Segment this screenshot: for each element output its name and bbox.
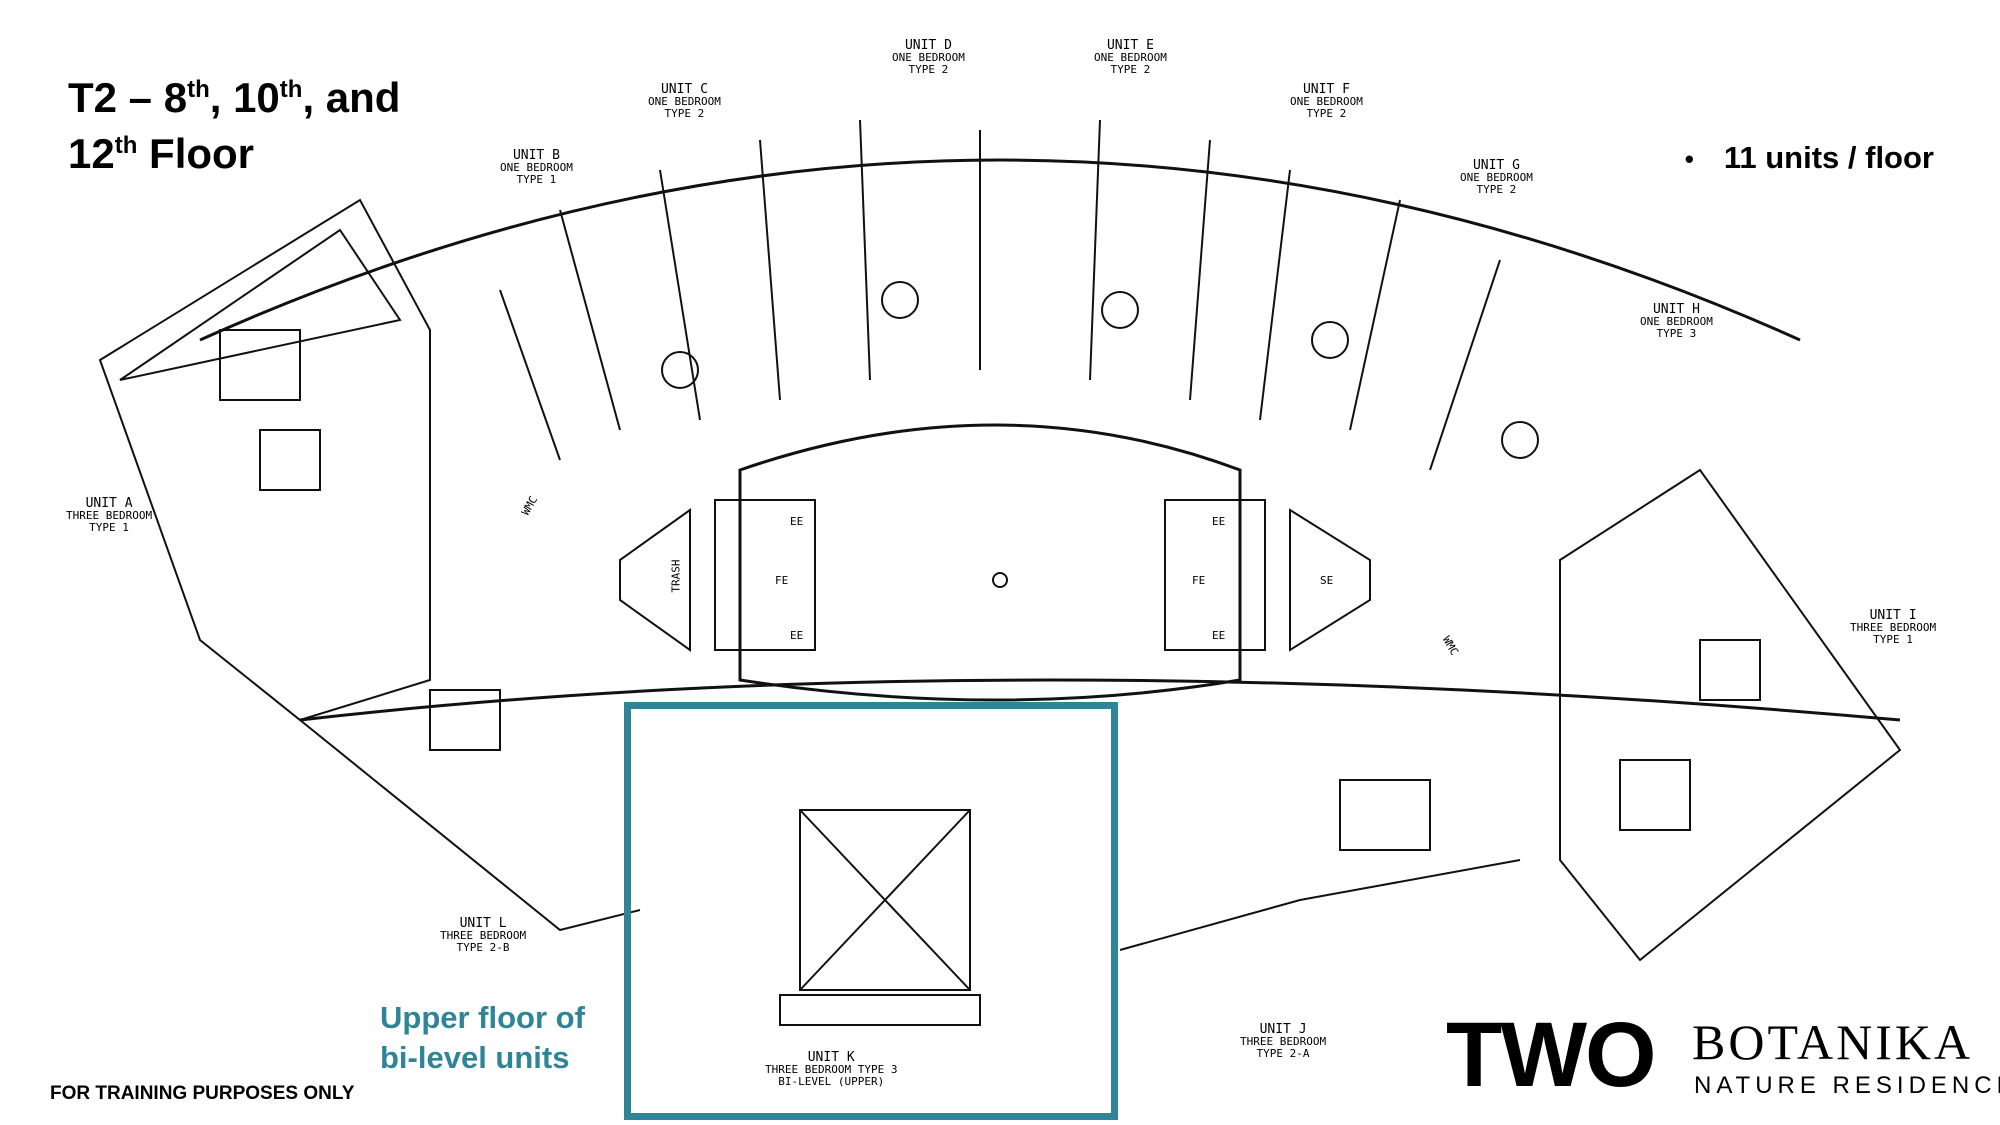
units-per-floor-note: •11 units / floor <box>1684 140 1934 175</box>
fire-elevator-label: FE <box>775 574 789 587</box>
page-title: T2 – 8th, 10th, and 12th Floor <box>68 70 400 182</box>
elevator-label: EE <box>790 629 804 642</box>
brand-tagline: NATURE RESIDENCES <box>1694 1072 2000 1099</box>
upper-floor-note: Upper floor of bi-level units <box>380 1000 585 1075</box>
bi-level-highlight-box <box>624 702 1118 1120</box>
trash-room-label: TRASH <box>669 559 683 593</box>
brand-name: BOTANIKA <box>1692 1014 1974 1070</box>
elevator-label: EE <box>1212 515 1226 528</box>
service-elevator-label: SE <box>1320 574 1334 587</box>
brand-mark: TWO <box>1446 1004 1657 1106</box>
bullet-icon: • <box>1684 144 1694 174</box>
title-line-1: T2 – 8th, 10th, and <box>68 74 401 121</box>
disclaimer-text: FOR TRAINING PURPOSES ONLY <box>50 1083 355 1104</box>
elevator-label: EE <box>1212 629 1226 642</box>
title-line-2: 12th Floor <box>68 130 255 177</box>
elevator-label: EE <box>790 515 804 528</box>
fire-elevator-label: FE <box>1192 574 1206 587</box>
